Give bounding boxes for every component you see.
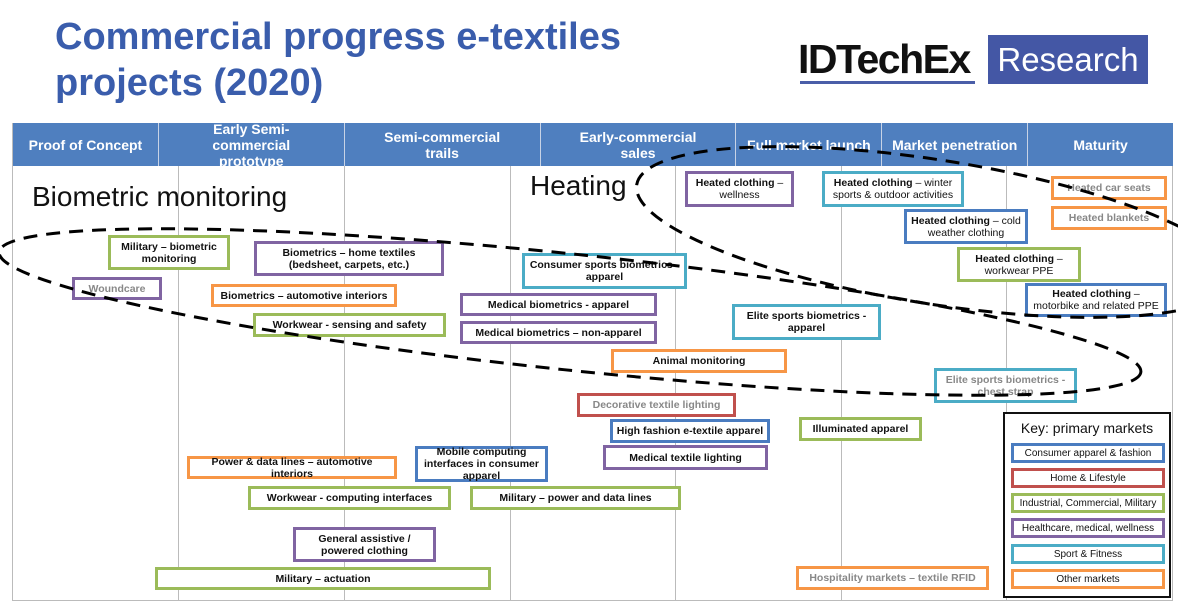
column-header: Early-commercial sales — [541, 123, 737, 166]
project-box: Hospitality markets – textile RFID — [796, 566, 989, 590]
column-header: Semi-commercial trails — [345, 123, 541, 166]
project-box: Woundcare — [72, 277, 162, 300]
project-bold-label: Heated clothing — [695, 177, 775, 189]
project-box: Military – biometric monitoring — [108, 235, 230, 270]
key-title: Key: primary markets — [1020, 420, 1154, 436]
project-box: Heated clothing – winter sports & outdoo… — [822, 171, 964, 207]
market-key: Key: primary markets Consumer apparel & … — [1003, 412, 1171, 598]
column-divider — [841, 166, 842, 600]
project-box: Heated clothing – motorbike and related … — [1025, 283, 1167, 317]
key-item: Healthcare, medical, wellness — [1011, 518, 1165, 538]
project-box: Military – power and data lines — [470, 486, 681, 510]
project-box: Illuminated apparel — [799, 417, 922, 441]
project-box: Workwear - sensing and safety — [253, 313, 446, 337]
column-divider — [675, 166, 676, 600]
logo-research-box: Research — [988, 35, 1148, 84]
column-divider — [178, 166, 179, 600]
project-bold-label: Heated clothing — [911, 214, 990, 227]
project-bold-label: Heated clothing — [1052, 288, 1131, 300]
key-item: Other markets — [1011, 569, 1165, 589]
project-box: Workwear - computing interfaces — [248, 486, 451, 510]
project-box: Consumer sports biometrics - apparel — [522, 253, 687, 289]
project-box: Medical biometrics - apparel — [460, 293, 657, 316]
key-item: Sport & Fitness — [1011, 544, 1165, 564]
project-box: Military – actuation — [155, 567, 491, 590]
project-box: General assistive / powered clothing — [293, 527, 436, 562]
project-box: Heated clothing – wellness — [685, 171, 794, 207]
logo-wordmark: IDTechEx — [798, 36, 971, 82]
key-item: Consumer apparel & fashion — [1011, 443, 1165, 463]
project-box: Elite sports biometrics - chest strap — [934, 368, 1077, 403]
column-divider — [1172, 166, 1173, 600]
project-box: Heated blankets — [1051, 206, 1167, 230]
project-bold-label: Heated clothing — [975, 252, 1054, 265]
project-box: Mobile computing interfaces in consumer … — [415, 446, 548, 482]
region-label-biometric: Biometric monitoring — [32, 181, 288, 212]
project-box: Heated car seats — [1051, 176, 1167, 200]
logo-underline — [800, 81, 975, 84]
project-box: Heated clothing – cold weather clothing — [904, 209, 1028, 244]
column-header: Proof of Concept — [13, 123, 159, 166]
project-box: Medical biometrics – non-apparel — [460, 321, 657, 344]
column-header: Early Semi-commercial prototype — [159, 121, 345, 169]
project-bold-label: Heated clothing — [833, 177, 913, 189]
project-box: Power & data lines – automotive interior… — [187, 456, 397, 480]
project-box: Heated clothing – workwear PPE — [957, 247, 1081, 282]
project-box: Elite sports biometrics - apparel — [732, 304, 881, 340]
project-box: High fashion e-textile apparel — [610, 419, 770, 443]
column-divider — [510, 166, 511, 600]
title-line-2: projects (2020) — [55, 62, 324, 104]
column-header: Full market launch — [736, 123, 883, 166]
stage-header-row: Proof of Concept Early Semi-commercial p… — [13, 121, 1173, 169]
region-label-heating: Heating — [530, 170, 627, 201]
project-box: Biometrics – home textiles (bedsheet, ca… — [254, 241, 444, 276]
title-line-1: Commercial progress e-textiles — [55, 16, 622, 58]
key-item: Home & Lifestyle — [1011, 468, 1165, 488]
project-box: Animal monitoring — [611, 349, 787, 373]
key-item: Industrial, Commercial, Military — [1011, 493, 1165, 513]
column-header: Maturity — [1073, 136, 1128, 153]
slide-title: Commercial progress e-textiles projects … — [55, 14, 621, 106]
project-box: Decorative textile lighting — [577, 393, 736, 417]
column-header: Market penetration — [882, 123, 1029, 166]
project-box: Biometrics – automotive interiors — [211, 284, 397, 307]
project-box: Medical textile lighting — [603, 445, 768, 470]
